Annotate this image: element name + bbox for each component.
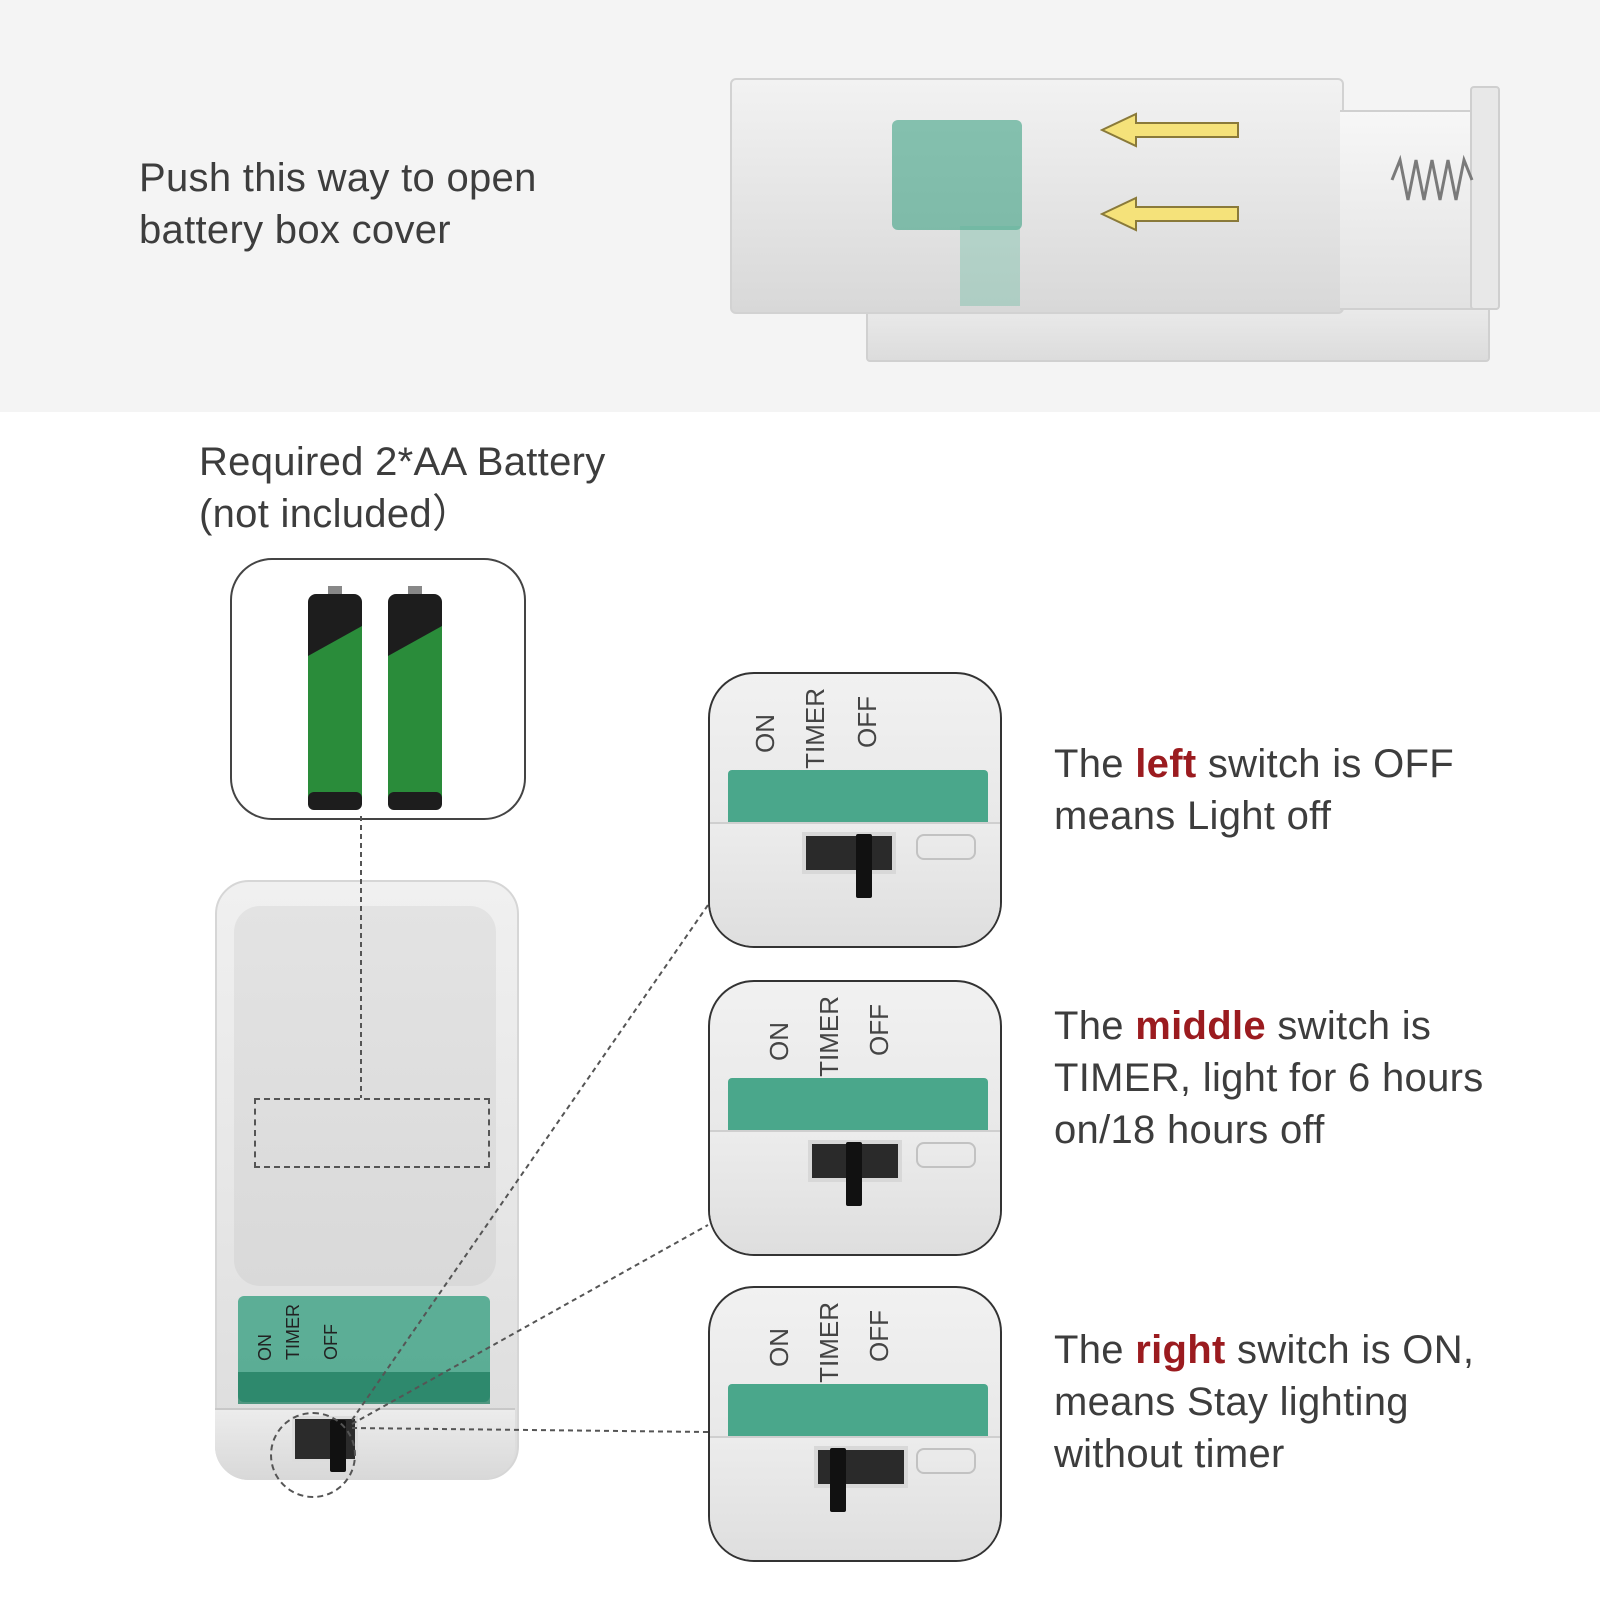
arrow-left-icon: [1100, 196, 1239, 232]
circuit-board-shadow: [960, 226, 1020, 306]
battery-box-endcap: [1470, 86, 1500, 310]
open-cover-caption: Push this way to open battery box cover: [139, 152, 537, 256]
inset-label-timer: TIMER: [800, 688, 830, 769]
switch-on-description: The right switch is ON, means Stay light…: [1054, 1324, 1474, 1480]
description-text: switch is: [1265, 1004, 1432, 1048]
switch-off-inset: ON TIMER OFF: [708, 672, 1002, 948]
spring-icon: [1390, 154, 1474, 201]
inset-label-timer: TIMER: [814, 1302, 844, 1383]
battery-image-frame: [230, 558, 526, 820]
arrow-left-icon: [1100, 112, 1239, 148]
inset-label-off: OFF: [864, 1004, 894, 1056]
description-line3: on/18 hours off: [1054, 1108, 1325, 1152]
battery-box-base: [215, 1408, 515, 1480]
circuit-board: [892, 120, 1022, 230]
label-on: ON: [255, 1334, 275, 1361]
description-line1: The left switch is OFF: [1054, 738, 1454, 790]
slide-switch-icon[interactable]: [846, 1142, 862, 1206]
aa-battery-icon: [308, 586, 362, 810]
inset-label-off: OFF: [864, 1310, 894, 1362]
description-line2: means Light off: [1054, 794, 1332, 838]
inset-label-off: OFF: [852, 696, 882, 748]
inset-label-timer: TIMER: [814, 996, 844, 1077]
switch-highlight-circle: [270, 1412, 356, 1498]
slide-switch-icon[interactable]: [830, 1448, 846, 1512]
description-line2: means Stay lighting: [1054, 1380, 1409, 1424]
switch-off-description: The left switch is OFF means Light off: [1054, 738, 1454, 842]
open-cover-caption-line1: Push this way to open: [139, 156, 537, 200]
description-line1: The right switch is ON,: [1054, 1324, 1474, 1376]
description-text: The: [1054, 742, 1136, 786]
inset-label-on: ON: [764, 1022, 794, 1061]
battery-requirement-caption: Required 2*AA Battery (not included）: [199, 436, 606, 540]
circuit-board-edge: [238, 1372, 490, 1404]
slide-switch-slot: [814, 1446, 908, 1488]
battery-position-marker: [254, 1098, 490, 1168]
inset-label-on: ON: [750, 714, 780, 753]
open-cover-caption-line2: battery box cover: [139, 208, 451, 252]
description-text: switch is ON,: [1225, 1328, 1475, 1372]
switch-timer-description: The middle switch is TIMER, light for 6 …: [1054, 1000, 1484, 1156]
highlighted-word: middle: [1135, 1004, 1266, 1048]
label-timer: TIMER: [283, 1304, 303, 1360]
highlighted-word: right: [1135, 1328, 1226, 1372]
highlighted-word: left: [1135, 742, 1197, 786]
aa-battery-icon: [388, 586, 442, 810]
battery-box-cover: [730, 78, 1344, 314]
circuit-board: [728, 770, 988, 826]
switch-on-inset: ON TIMER OFF: [708, 1286, 1002, 1562]
cover-latch: [916, 834, 976, 860]
battery-requirement-line1: Required 2*AA Battery: [199, 440, 606, 484]
description-line1: The middle switch is: [1054, 1000, 1484, 1052]
inset-label-on: ON: [764, 1328, 794, 1367]
battery-box-inner: [234, 906, 496, 1286]
circuit-board: [728, 1384, 988, 1440]
battery-requirement-line2: (not included）: [199, 492, 473, 536]
description-text: switch is OFF: [1196, 742, 1454, 786]
label-off: OFF: [321, 1324, 341, 1360]
cover-latch: [916, 1448, 976, 1474]
slide-switch-icon[interactable]: [856, 834, 872, 898]
switch-timer-inset: ON TIMER OFF: [708, 980, 1002, 1256]
description-line2: TIMER, light for 6 hours: [1054, 1056, 1484, 1100]
description-line3: without timer: [1054, 1432, 1285, 1476]
circuit-board: [728, 1078, 988, 1134]
cover-latch: [916, 1142, 976, 1168]
slide-switch-slot: [802, 832, 896, 874]
description-text: The: [1054, 1328, 1136, 1372]
description-text: The: [1054, 1004, 1136, 1048]
